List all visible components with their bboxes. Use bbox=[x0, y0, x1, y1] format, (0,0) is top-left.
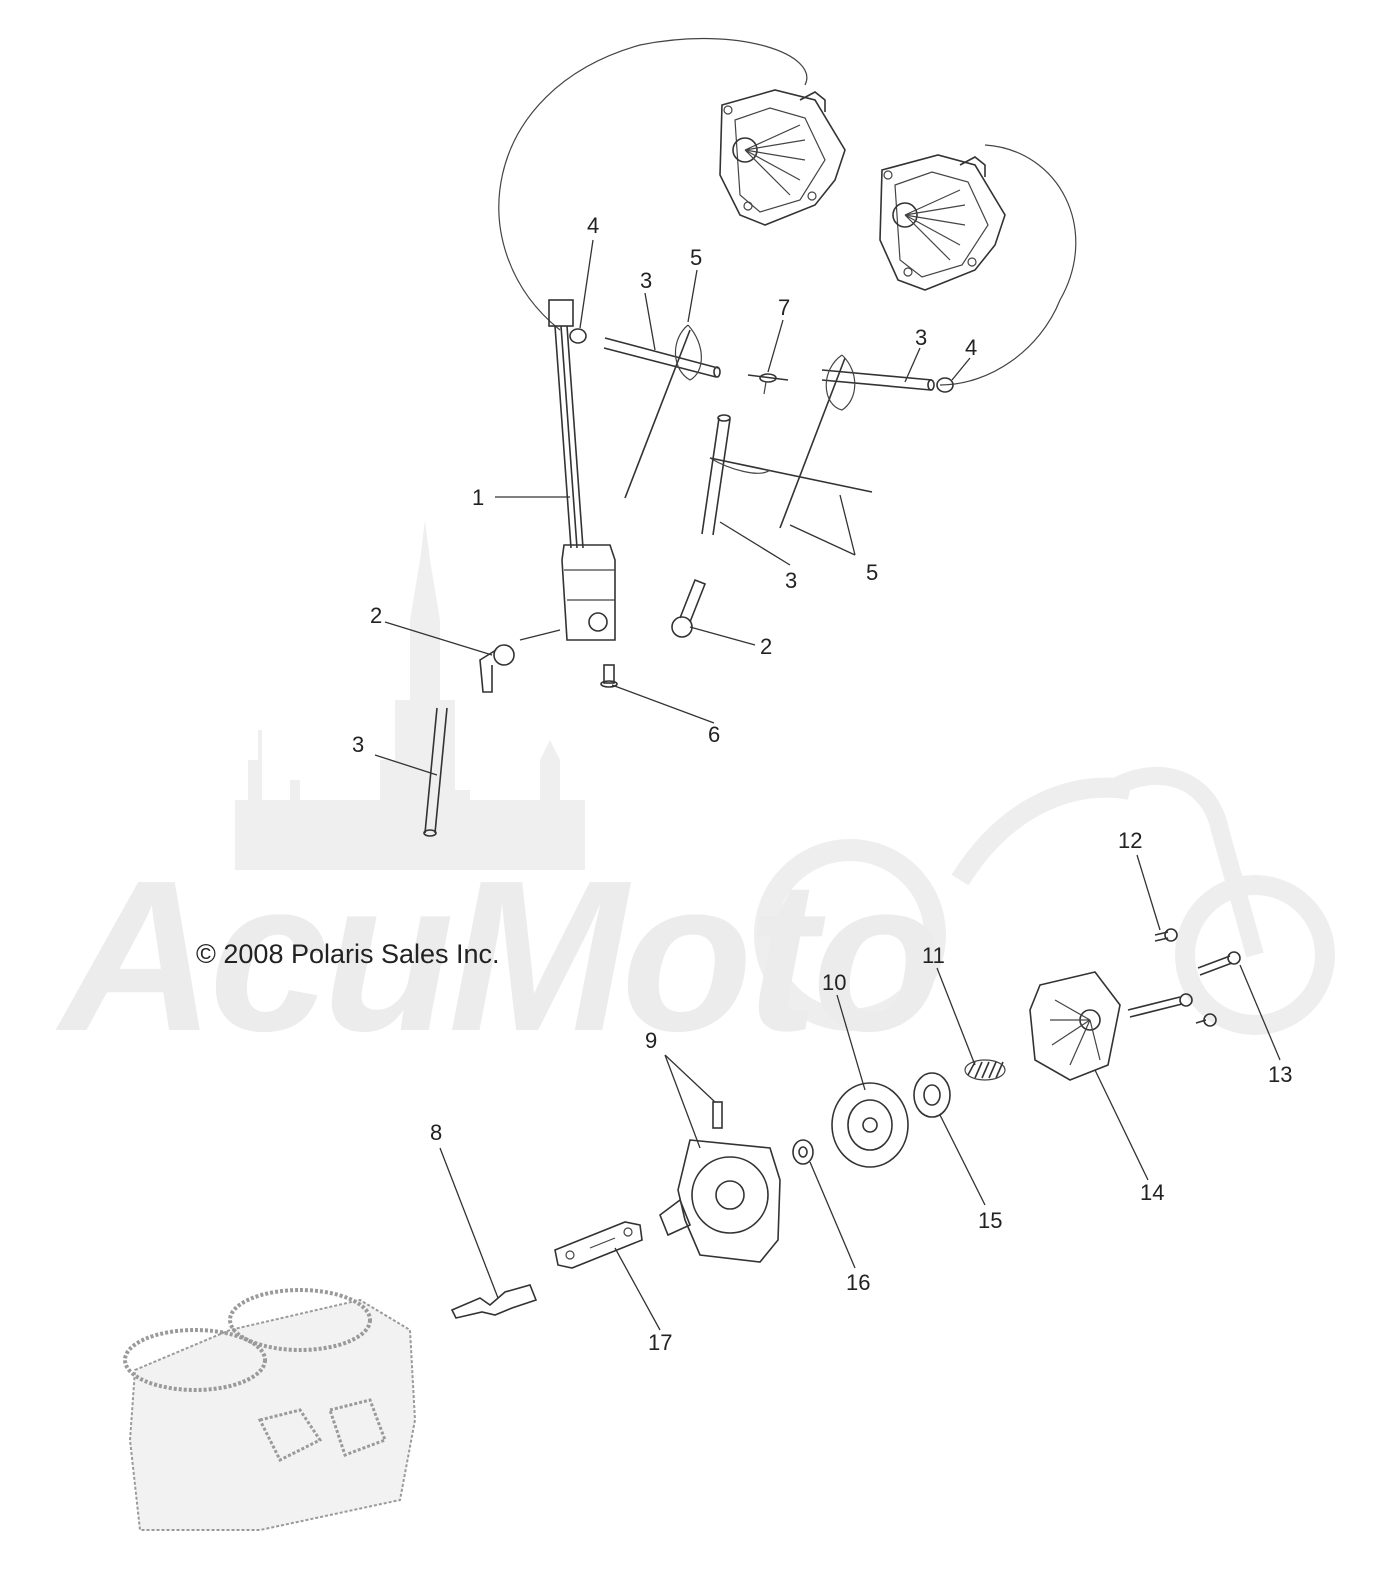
routing-arc-left bbox=[498, 38, 808, 331]
elbow-fitting-2-left bbox=[479, 644, 515, 693]
engine-block bbox=[123, 1288, 417, 1531]
watermark: AcuMoto bbox=[55, 520, 1335, 1076]
leader-lines bbox=[374, 239, 1281, 1331]
clamp-4-right bbox=[936, 377, 954, 393]
callout-1: 1 bbox=[472, 485, 484, 510]
screws-13 bbox=[1127, 951, 1241, 1027]
callout-4-left: 4 bbox=[587, 213, 599, 238]
upper-housing-left bbox=[719, 89, 846, 226]
callout-17: 17 bbox=[648, 1330, 672, 1355]
callout-3-upper-left: 3 bbox=[640, 268, 652, 293]
hose-3-lower bbox=[423, 707, 448, 837]
callout-11: 11 bbox=[922, 943, 945, 968]
cable-tie-5-right bbox=[709, 354, 873, 529]
callout-5-left: 5 bbox=[690, 245, 702, 270]
callout-8: 8 bbox=[430, 1120, 442, 1145]
callout-15: 15 bbox=[978, 1208, 1002, 1233]
spring-11 bbox=[964, 1059, 1006, 1081]
retainer-15 bbox=[913, 1072, 951, 1118]
callout-14: 14 bbox=[1140, 1180, 1164, 1205]
fitting-7 bbox=[747, 373, 789, 395]
cover-14 bbox=[1029, 971, 1121, 1081]
callout-6: 6 bbox=[708, 722, 720, 747]
diaphragm-10 bbox=[831, 1082, 909, 1168]
callout-labels: 4 3 5 7 3 4 1 3 5 2 2 6 3 12 11 10 9 13 … bbox=[352, 213, 1292, 1355]
callout-10: 10 bbox=[822, 970, 846, 995]
solenoid-valve-1 bbox=[548, 299, 616, 641]
hose-3-upper-left bbox=[603, 337, 721, 378]
routing-arc-right bbox=[939, 144, 1077, 386]
gasket-17 bbox=[554, 1221, 643, 1269]
callout-7: 7 bbox=[778, 295, 790, 320]
elbow-fitting-2-right bbox=[671, 578, 707, 638]
watermark-text: AcuMoto bbox=[55, 835, 938, 1076]
upper-housing-right bbox=[879, 154, 1006, 291]
plug-6 bbox=[600, 664, 618, 688]
callout-9: 9 bbox=[645, 1028, 657, 1053]
callout-3-upper-right: 3 bbox=[915, 325, 927, 350]
screw-12 bbox=[1154, 928, 1178, 942]
callout-5-right: 5 bbox=[866, 560, 878, 585]
callout-12: 12 bbox=[1118, 828, 1142, 853]
copyright-text: © 2008 Polaris Sales Inc. bbox=[196, 939, 500, 969]
drive-shaft-8 bbox=[450, 1284, 538, 1319]
hose-3-middle bbox=[701, 414, 731, 536]
callout-2-left: 2 bbox=[370, 603, 382, 628]
callout-4-right: 4 bbox=[965, 335, 977, 360]
callout-16: 16 bbox=[846, 1270, 870, 1295]
callout-13: 13 bbox=[1268, 1062, 1292, 1087]
callout-3-lower: 3 bbox=[352, 732, 364, 757]
pin-9 bbox=[712, 1101, 723, 1129]
seal-16 bbox=[792, 1139, 814, 1165]
pump-body-9 bbox=[659, 1139, 781, 1263]
clamp-4-left bbox=[569, 328, 587, 344]
callout-2-right: 2 bbox=[760, 634, 772, 659]
callout-3-middle: 3 bbox=[785, 568, 797, 593]
cable-tie-5-left bbox=[624, 324, 702, 499]
